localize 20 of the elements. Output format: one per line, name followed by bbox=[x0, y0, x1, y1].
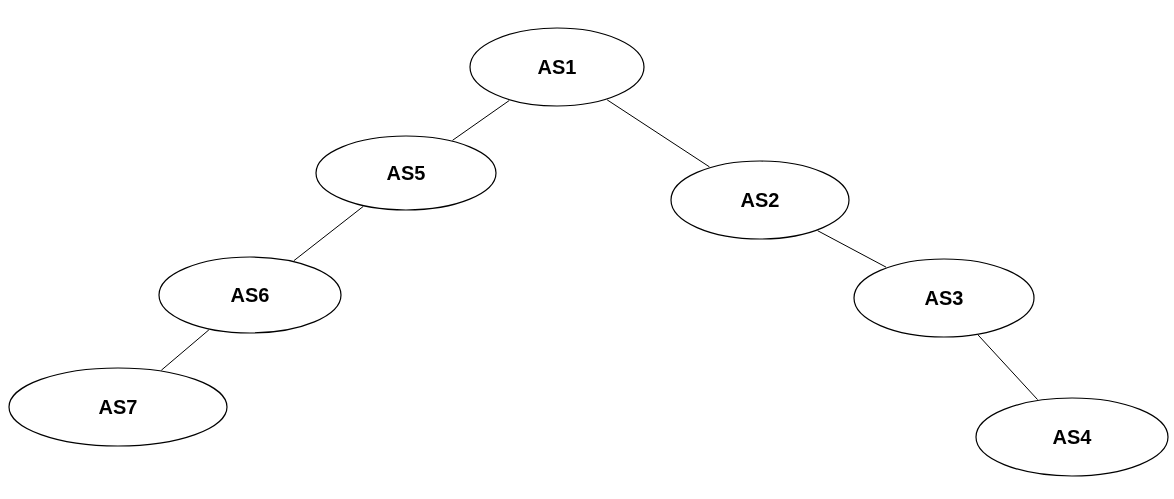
connector-line bbox=[606, 99, 710, 168]
connector-line bbox=[977, 334, 1039, 401]
connector-line bbox=[160, 329, 210, 371]
node-label: AS5 bbox=[386, 161, 426, 185]
node-ellipse bbox=[469, 27, 645, 107]
node-ellipse bbox=[670, 160, 850, 240]
node-ellipse bbox=[975, 397, 1169, 477]
connector-line bbox=[817, 230, 887, 268]
node-ellipse bbox=[158, 256, 342, 334]
node-ellipse bbox=[8, 367, 228, 447]
node-ellipse bbox=[315, 135, 497, 211]
node-label: AS6 bbox=[230, 283, 270, 307]
node-ellipse bbox=[853, 258, 1035, 338]
node-label: AS4 bbox=[1052, 425, 1092, 449]
node-label: AS3 bbox=[924, 286, 964, 310]
node-label: AS1 bbox=[537, 55, 577, 79]
connector-line bbox=[452, 100, 510, 141]
connector-line bbox=[293, 206, 364, 262]
node-label: AS7 bbox=[98, 395, 138, 419]
node-label: AS2 bbox=[740, 188, 780, 212]
